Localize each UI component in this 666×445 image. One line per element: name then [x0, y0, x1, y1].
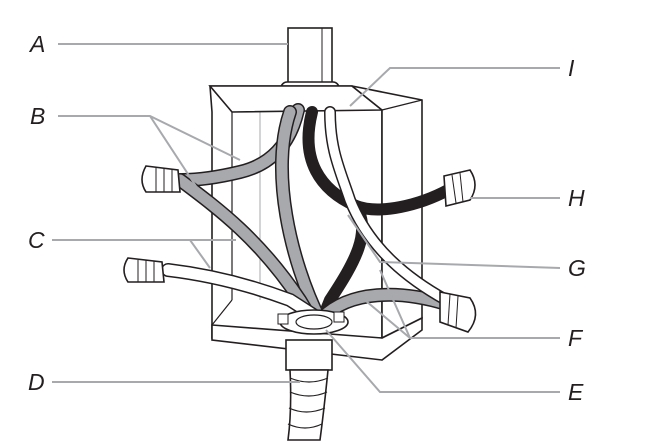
- cable-clamp: [277, 309, 349, 335]
- callout-h: H: [568, 185, 585, 211]
- leader-b2: [149, 115, 206, 201]
- bottom-cable: [285, 339, 333, 441]
- wires: [161, 103, 454, 327]
- callout-labels: A B C D E F G H I: [28, 31, 586, 405]
- callout-i: I: [568, 55, 575, 81]
- callout-f: F: [568, 325, 584, 351]
- wire-nut-right-lower: [439, 291, 477, 333]
- callout-e: E: [568, 379, 584, 405]
- wire-nut-right-upper: [443, 169, 476, 208]
- leader-g: [347, 214, 561, 269]
- leader-f2: [379, 269, 411, 339]
- box-bottom-lip: [211, 316, 423, 361]
- callout-a: A: [28, 31, 45, 57]
- leader-lines: [52, 43, 561, 393]
- wire-nut-upper-left: [141, 165, 181, 193]
- callout-c: C: [28, 227, 45, 253]
- callout-b: B: [30, 103, 45, 129]
- wire-nut-left: [123, 257, 165, 283]
- callout-d: D: [28, 369, 45, 395]
- leader-i: [349, 67, 560, 107]
- callout-g: G: [568, 255, 586, 281]
- leader-e: [325, 329, 560, 393]
